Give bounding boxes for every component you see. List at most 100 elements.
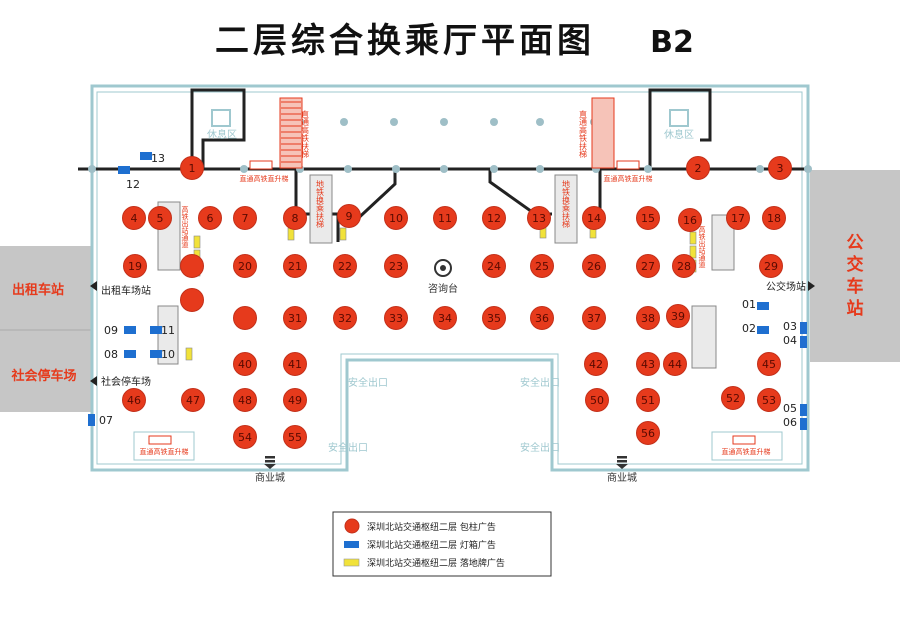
taxi-exit: 出租车场站 [90, 281, 151, 297]
pillar-label: 17 [731, 212, 745, 225]
legend-floor-sign-swatch [343, 558, 360, 567]
pillar-15 [636, 206, 660, 230]
pillar-label: 50 [590, 394, 604, 407]
pillar-48 [233, 388, 257, 412]
lightbox-label: 03 [783, 320, 797, 333]
pillar-label: 47 [186, 394, 200, 407]
legend-lightbox-text: 深圳北站交通枢纽二层 灯箱广告 [367, 539, 496, 551]
pillar-44 [663, 352, 687, 376]
escalator-direct-left: 直通高铁扶梯 [279, 97, 310, 169]
lightbox-label: 09 [104, 324, 118, 337]
lift-top-left: 直通高铁直升梯 [240, 160, 289, 183]
lightbox-label: 10 [161, 348, 175, 361]
svg-text:咨询台: 咨询台 [428, 282, 458, 295]
svg-text:休息区: 休息区 [664, 128, 694, 141]
legend-pillar-text: 深圳北站交通枢纽二层 包柱广告 [367, 521, 496, 533]
pillar-11 [433, 206, 457, 230]
pillar-label: 37 [587, 312, 601, 325]
pillar-label: 3 [777, 162, 784, 175]
lightbox-10 [150, 350, 162, 358]
pillar-label: 13 [532, 212, 546, 225]
pillar-45 [757, 352, 781, 376]
lightbox-label: 02 [742, 322, 756, 335]
pillar-label: 44 [668, 358, 682, 371]
pillar-label: 5 [157, 212, 164, 225]
svg-text:直通高铁扶梯: 直通高铁扶梯 [301, 109, 310, 159]
pillar-12 [482, 206, 506, 230]
svg-text:商业城: 商业城 [255, 471, 285, 484]
parking-area-label: 社会停车场 [10, 368, 76, 384]
legend-lightbox-swatch [344, 541, 359, 548]
escalator-direct-right: 直通高铁扶梯 [579, 97, 615, 169]
pillar-label: 19 [128, 260, 142, 273]
lightbox-13 [140, 152, 152, 160]
exit-right: 安全出口 [520, 376, 560, 389]
pillar-41 [283, 352, 307, 376]
pillar-56 [636, 421, 660, 445]
pillar-40 [233, 352, 257, 376]
legend-pillar-swatch [344, 518, 360, 534]
lightbox-label: 12 [126, 178, 140, 191]
level-badge: B2 [650, 25, 694, 60]
pillar-24 [482, 254, 506, 278]
pillar-32 [333, 306, 357, 330]
lightbox-label: 07 [99, 414, 113, 427]
pillar-label: 26 [587, 260, 601, 273]
lightbox-label: 11 [161, 324, 175, 337]
pillar-33 [384, 306, 408, 330]
svg-text:直通高铁直升梯: 直通高铁直升梯 [240, 174, 289, 183]
pillar-6 [198, 206, 222, 230]
pillar-label: 1 [189, 162, 196, 175]
exit-left: 安全出口 [348, 376, 388, 389]
pillar-blank-30 [180, 288, 204, 312]
lightbox-01 [757, 302, 769, 310]
pillar-28 [672, 254, 696, 278]
pillar-55 [283, 425, 307, 449]
pillar-label: 18 [767, 212, 781, 225]
pillar-label: 29 [764, 260, 778, 273]
pillar-13 [527, 206, 551, 230]
pillar-2 [686, 156, 710, 180]
pillar-label: 31 [288, 312, 302, 325]
lightbox-label: 08 [104, 348, 118, 361]
exit-left-low: 安全出口 [328, 441, 368, 454]
legend-floor-sign-text: 深圳北站交通枢纽二层 落地牌广告 [367, 557, 505, 569]
lightbox-03 [800, 322, 807, 334]
lightbox-07 [88, 414, 95, 426]
pillar-label: 35 [487, 312, 501, 325]
svg-text:直通高铁直升梯: 直通高铁直升梯 [604, 174, 653, 183]
pillar-label: 56 [641, 427, 655, 440]
rest-area-left: 休息区 [207, 109, 237, 141]
svg-text:直通高铁直升梯: 直通高铁直升梯 [722, 447, 771, 456]
pillar-label: 11 [438, 212, 452, 225]
pillar-label: 21 [288, 260, 302, 273]
pillar-label: 40 [238, 358, 252, 371]
mall-right: 商业城 [607, 456, 637, 484]
pillar-23 [384, 254, 408, 278]
pillar-label: 49 [288, 394, 302, 407]
pillar-22 [333, 254, 357, 278]
pillar-label: 55 [288, 431, 302, 444]
pillar-18 [762, 206, 786, 230]
lift-top-right: 直通高铁直升梯 [604, 160, 653, 183]
pillar-20 [233, 254, 257, 278]
pillar-53 [757, 388, 781, 412]
pillar-14 [582, 206, 606, 230]
lightbox-12 [118, 166, 130, 174]
escalator-mid-left [157, 305, 179, 365]
pillar-10 [384, 206, 408, 230]
pillar-3 [768, 156, 792, 180]
pillar-38 [636, 306, 660, 330]
pillar-label: 48 [238, 394, 252, 407]
pillar-1 [180, 156, 204, 180]
lightbox-11 [150, 326, 162, 334]
pillar-label: 38 [641, 312, 655, 325]
pillar-label: 22 [338, 260, 352, 273]
pillar-label: 36 [535, 312, 549, 325]
bus-area-label: 公交车站 [847, 233, 864, 319]
pillar-label: 24 [487, 260, 501, 273]
lightbox-label: 04 [783, 334, 797, 347]
pillar-26 [582, 254, 606, 278]
pillar-label: 14 [587, 212, 601, 225]
pillar-label: 28 [677, 260, 691, 273]
